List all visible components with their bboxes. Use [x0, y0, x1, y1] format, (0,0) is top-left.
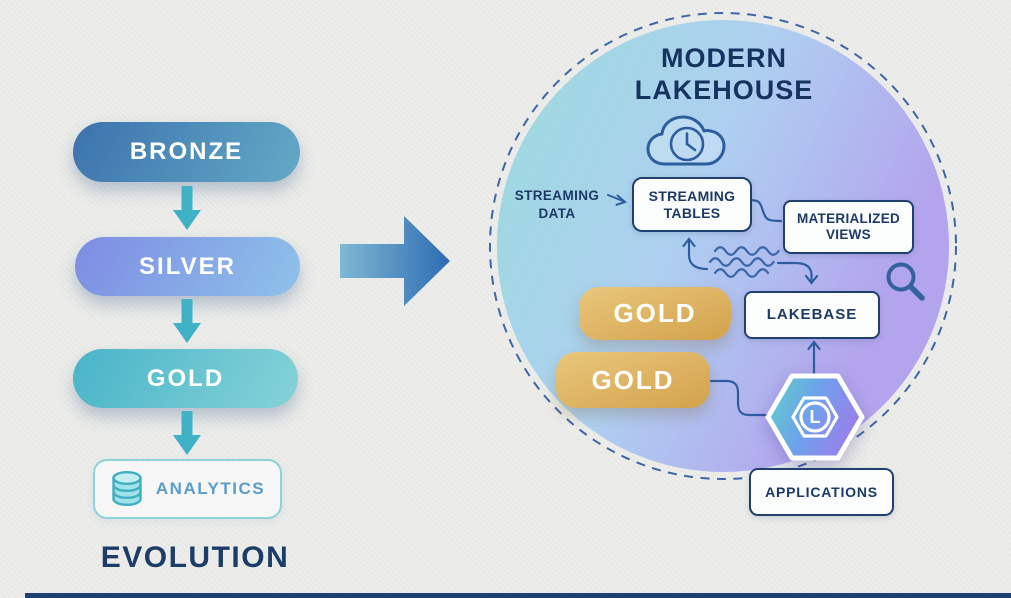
down-arrow-icon — [173, 411, 201, 455]
materialized-views-line1: MATERIALIZED — [796, 210, 901, 226]
analytics-box: ANALYTICS — [93, 459, 282, 519]
cloud-clock-icon — [646, 115, 726, 166]
materialized-views-line2: VIEWS — [825, 227, 871, 242]
gold-stage-pill: GOLD — [73, 349, 298, 408]
materialized-views-box: MATERIALIZED VIEWS — [783, 200, 914, 254]
applications-box: APPLICATIONS — [749, 468, 894, 516]
hexagon-letter: L — [810, 407, 821, 427]
lakehouse-title: MODERN LAKEHOUSE — [618, 43, 830, 106]
streaming-data-line1: STREAMING — [514, 188, 600, 203]
streaming-data-line2: DATA — [538, 205, 576, 221]
silver-stage-pill: SILVER — [75, 237, 300, 296]
bottom-edge-bar — [25, 593, 1011, 598]
lakebase-hexagon-icon: L — [765, 373, 865, 461]
lakehouse-title-line2: LAKEHOUSE — [634, 74, 814, 105]
streaming-tables-line1: STREAMING — [648, 187, 736, 204]
lakebase-box: LAKEBASE — [744, 291, 880, 339]
gold-stage-label: GOLD — [146, 364, 225, 392]
streaming-data-label: STREAMING DATA — [501, 187, 613, 222]
streaming-tables-box: STREAMING TABLES — [632, 177, 752, 232]
streaming-tables-line2: TABLES — [663, 204, 721, 221]
magnifier-icon — [886, 262, 925, 301]
right-arrow-icon — [340, 216, 450, 306]
gold-pill-upper: GOLD — [579, 287, 731, 340]
down-arrow-icon — [173, 299, 201, 343]
gold-pill-lower-label: GOLD — [591, 364, 675, 395]
applications-label: APPLICATIONS — [765, 483, 878, 500]
gold-pill-upper-label: GOLD — [613, 298, 697, 328]
evolution-caption: EVOLUTION — [100, 541, 290, 574]
database-icon — [112, 470, 142, 506]
down-arrow-icon — [173, 186, 201, 230]
analytics-label: ANALYTICS — [155, 479, 266, 498]
silver-stage-label: SILVER — [139, 252, 236, 280]
bronze-stage-pill: BRONZE — [73, 122, 300, 182]
gold-pill-lower: GOLD — [556, 352, 710, 408]
lakehouse-title-line1: MODERN — [661, 43, 787, 73]
lakebase-label: LAKEBASE — [766, 306, 858, 323]
bronze-stage-label: BRONZE — [129, 138, 244, 165]
